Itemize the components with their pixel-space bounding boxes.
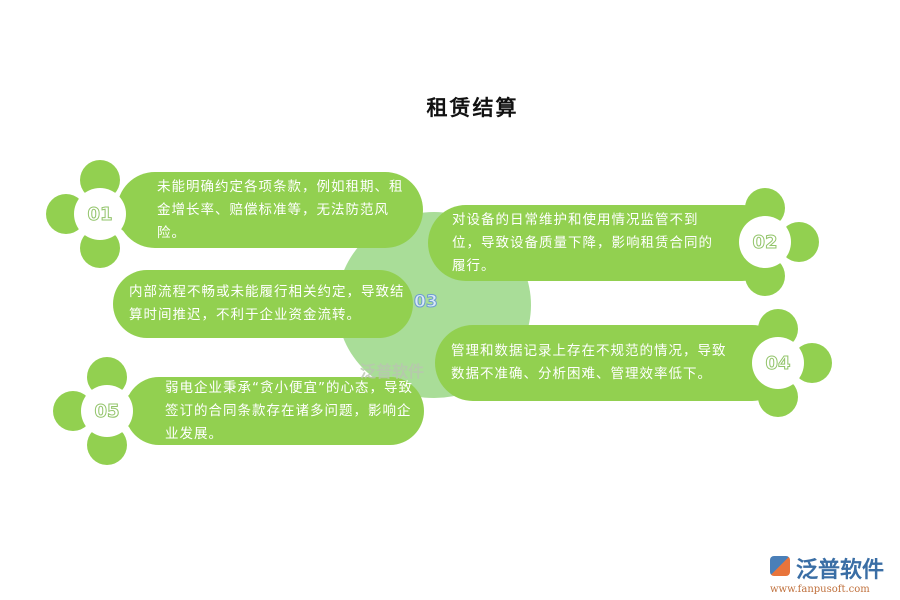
logo-name: 泛普软件 [770, 552, 884, 584]
item-02-number: 02 [739, 216, 791, 268]
item-03-box: 内部流程不畅或未能履行相关约定，导致结算时间推迟，不利于企业资金流转。 [113, 270, 413, 338]
item-02-text: 对设备的日常维护和使用情况监管不到位，导致设备质量下降，影响租赁合同的履行。 [452, 211, 713, 274]
item-02-box: 对设备的日常维护和使用情况监管不到位，导致设备质量下降，影响租赁合同的履行。 [428, 205, 780, 281]
watermark: 泛普软件 [360, 362, 425, 381]
logo-url: www.fanpusoft.com [770, 584, 870, 595]
item-01-number: 01 [74, 188, 126, 240]
item-05-text: 弱电企业秉承“贪小便宜”的心态，导致签订的合同条款存在诸多问题，影响企业发展。 [165, 379, 413, 442]
page-title: 租赁结算 [426, 96, 519, 120]
item-01-text: 未能明确约定各项条款，例如租期、租金增长率、赔偿标准等，无法防范风险。 [157, 178, 404, 241]
item-04-text: 管理和数据记录上存在不规范的情况，导致数据不准确、分析困难、管理效率低下。 [451, 343, 727, 382]
item-04-number: 04 [752, 337, 804, 389]
brand-logo: 泛普软件 www.fanpusoft.com [770, 552, 884, 595]
item-05-box: 弱电企业秉承“贪小便宜”的心态，导致签订的合同条款存在诸多问题，影响企业发展。 [125, 377, 424, 445]
item-05-number: 05 [81, 385, 133, 437]
item-01-box: 未能明确约定各项条款，例如租期、租金增长率、赔偿标准等，无法防范风险。 [117, 172, 423, 248]
item-03-text: 内部流程不畅或未能履行相关约定，导致结算时间推迟，不利于企业资金流转。 [129, 284, 405, 323]
item-03-number: 03 [414, 292, 439, 313]
